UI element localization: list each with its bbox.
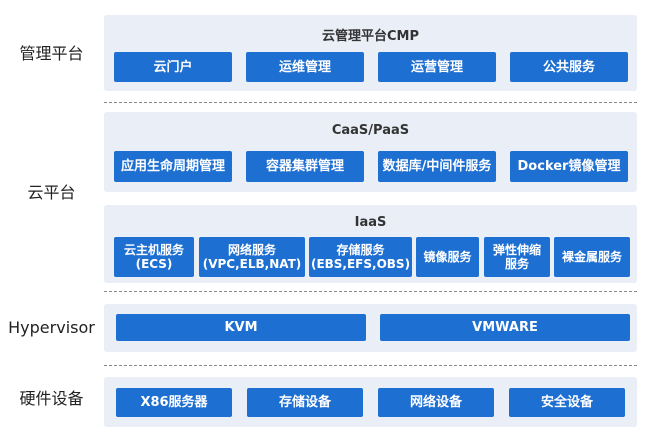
row-label-hardware: 硬件设备 [19, 389, 84, 408]
caas-item-cluster[interactable]: 容器集群管理 [246, 151, 364, 182]
divider [104, 291, 637, 292]
iaas-title: IaaS [354, 215, 387, 230]
iaas-item-network-line1: 网络服务 [227, 243, 276, 257]
hardware-item-x86[interactable]: X86服务器 [116, 388, 232, 417]
caas-title: CaaS/PaaS [331, 123, 410, 138]
iaas-item-autoscaling-line2: 服务 [504, 257, 529, 271]
cmp-panel: 云管理平台CMP 云门户 运维管理 运营管理 公共服务 [104, 15, 637, 91]
hypervisor-panel: KVM VMWARE [104, 304, 637, 352]
iaas-item-image[interactable]: 镜像服务 [416, 237, 479, 277]
hardware-item-network[interactable]: 网络设备 [378, 388, 494, 417]
cmp-item-ops[interactable]: 运维管理 [246, 52, 364, 82]
hardware-item-security[interactable]: 安全设备 [509, 388, 625, 417]
divider [104, 102, 637, 103]
divider [104, 365, 637, 366]
hypervisor-item-kvm[interactable]: KVM [116, 314, 366, 341]
cmp-item-portal[interactable]: 云门户 [114, 52, 232, 82]
row-label-cloud: 云平台 [27, 183, 76, 202]
hardware-item-storage[interactable]: 存储设备 [247, 388, 363, 417]
iaas-item-storage[interactable]: 存储服务 (EBS,EFS,OBS) [309, 237, 412, 277]
iaas-item-autoscaling[interactable]: 弹性伸缩 服务 [484, 237, 550, 277]
hypervisor-item-vmware[interactable]: VMWARE [380, 314, 630, 341]
iaas-item-baremetal[interactable]: 裸金属服务 [554, 237, 630, 277]
iaas-item-network[interactable]: 网络服务 (VPC,ELB,NAT) [199, 237, 305, 277]
row-label-hypervisor: Hypervisor [8, 318, 95, 337]
caas-item-docker[interactable]: Docker镜像管理 [510, 151, 628, 182]
iaas-panel: IaaS 云主机服务 (ECS) 网络服务 (VPC,ELB,NAT) 存储服务… [104, 205, 637, 283]
iaas-item-ecs-line2: (ECS) [135, 257, 173, 271]
iaas-item-ecs-line1: 云主机服务 [123, 243, 184, 257]
iaas-item-network-line2: (VPC,ELB,NAT) [202, 257, 302, 271]
hardware-panel: X86服务器 存储设备 网络设备 安全设备 [104, 377, 637, 427]
caas-item-database[interactable]: 数据库/中间件服务 [378, 151, 496, 182]
iaas-item-autoscaling-line1: 弹性伸缩 [492, 243, 541, 257]
row-label-management: 管理平台 [19, 44, 84, 63]
iaas-item-storage-line2: (EBS,EFS,OBS) [310, 257, 411, 271]
cmp-item-public[interactable]: 公共服务 [510, 52, 628, 82]
caas-panel: CaaS/PaaS 应用生命周期管理 容器集群管理 数据库/中间件服务 Dock… [104, 112, 637, 192]
caas-item-lifecycle[interactable]: 应用生命周期管理 [114, 151, 232, 182]
iaas-item-ecs[interactable]: 云主机服务 (ECS) [114, 237, 194, 277]
cmp-item-operation[interactable]: 运营管理 [378, 52, 496, 82]
iaas-item-storage-line1: 存储服务 [336, 243, 385, 257]
cmp-title: 云管理平台CMP [321, 29, 419, 44]
